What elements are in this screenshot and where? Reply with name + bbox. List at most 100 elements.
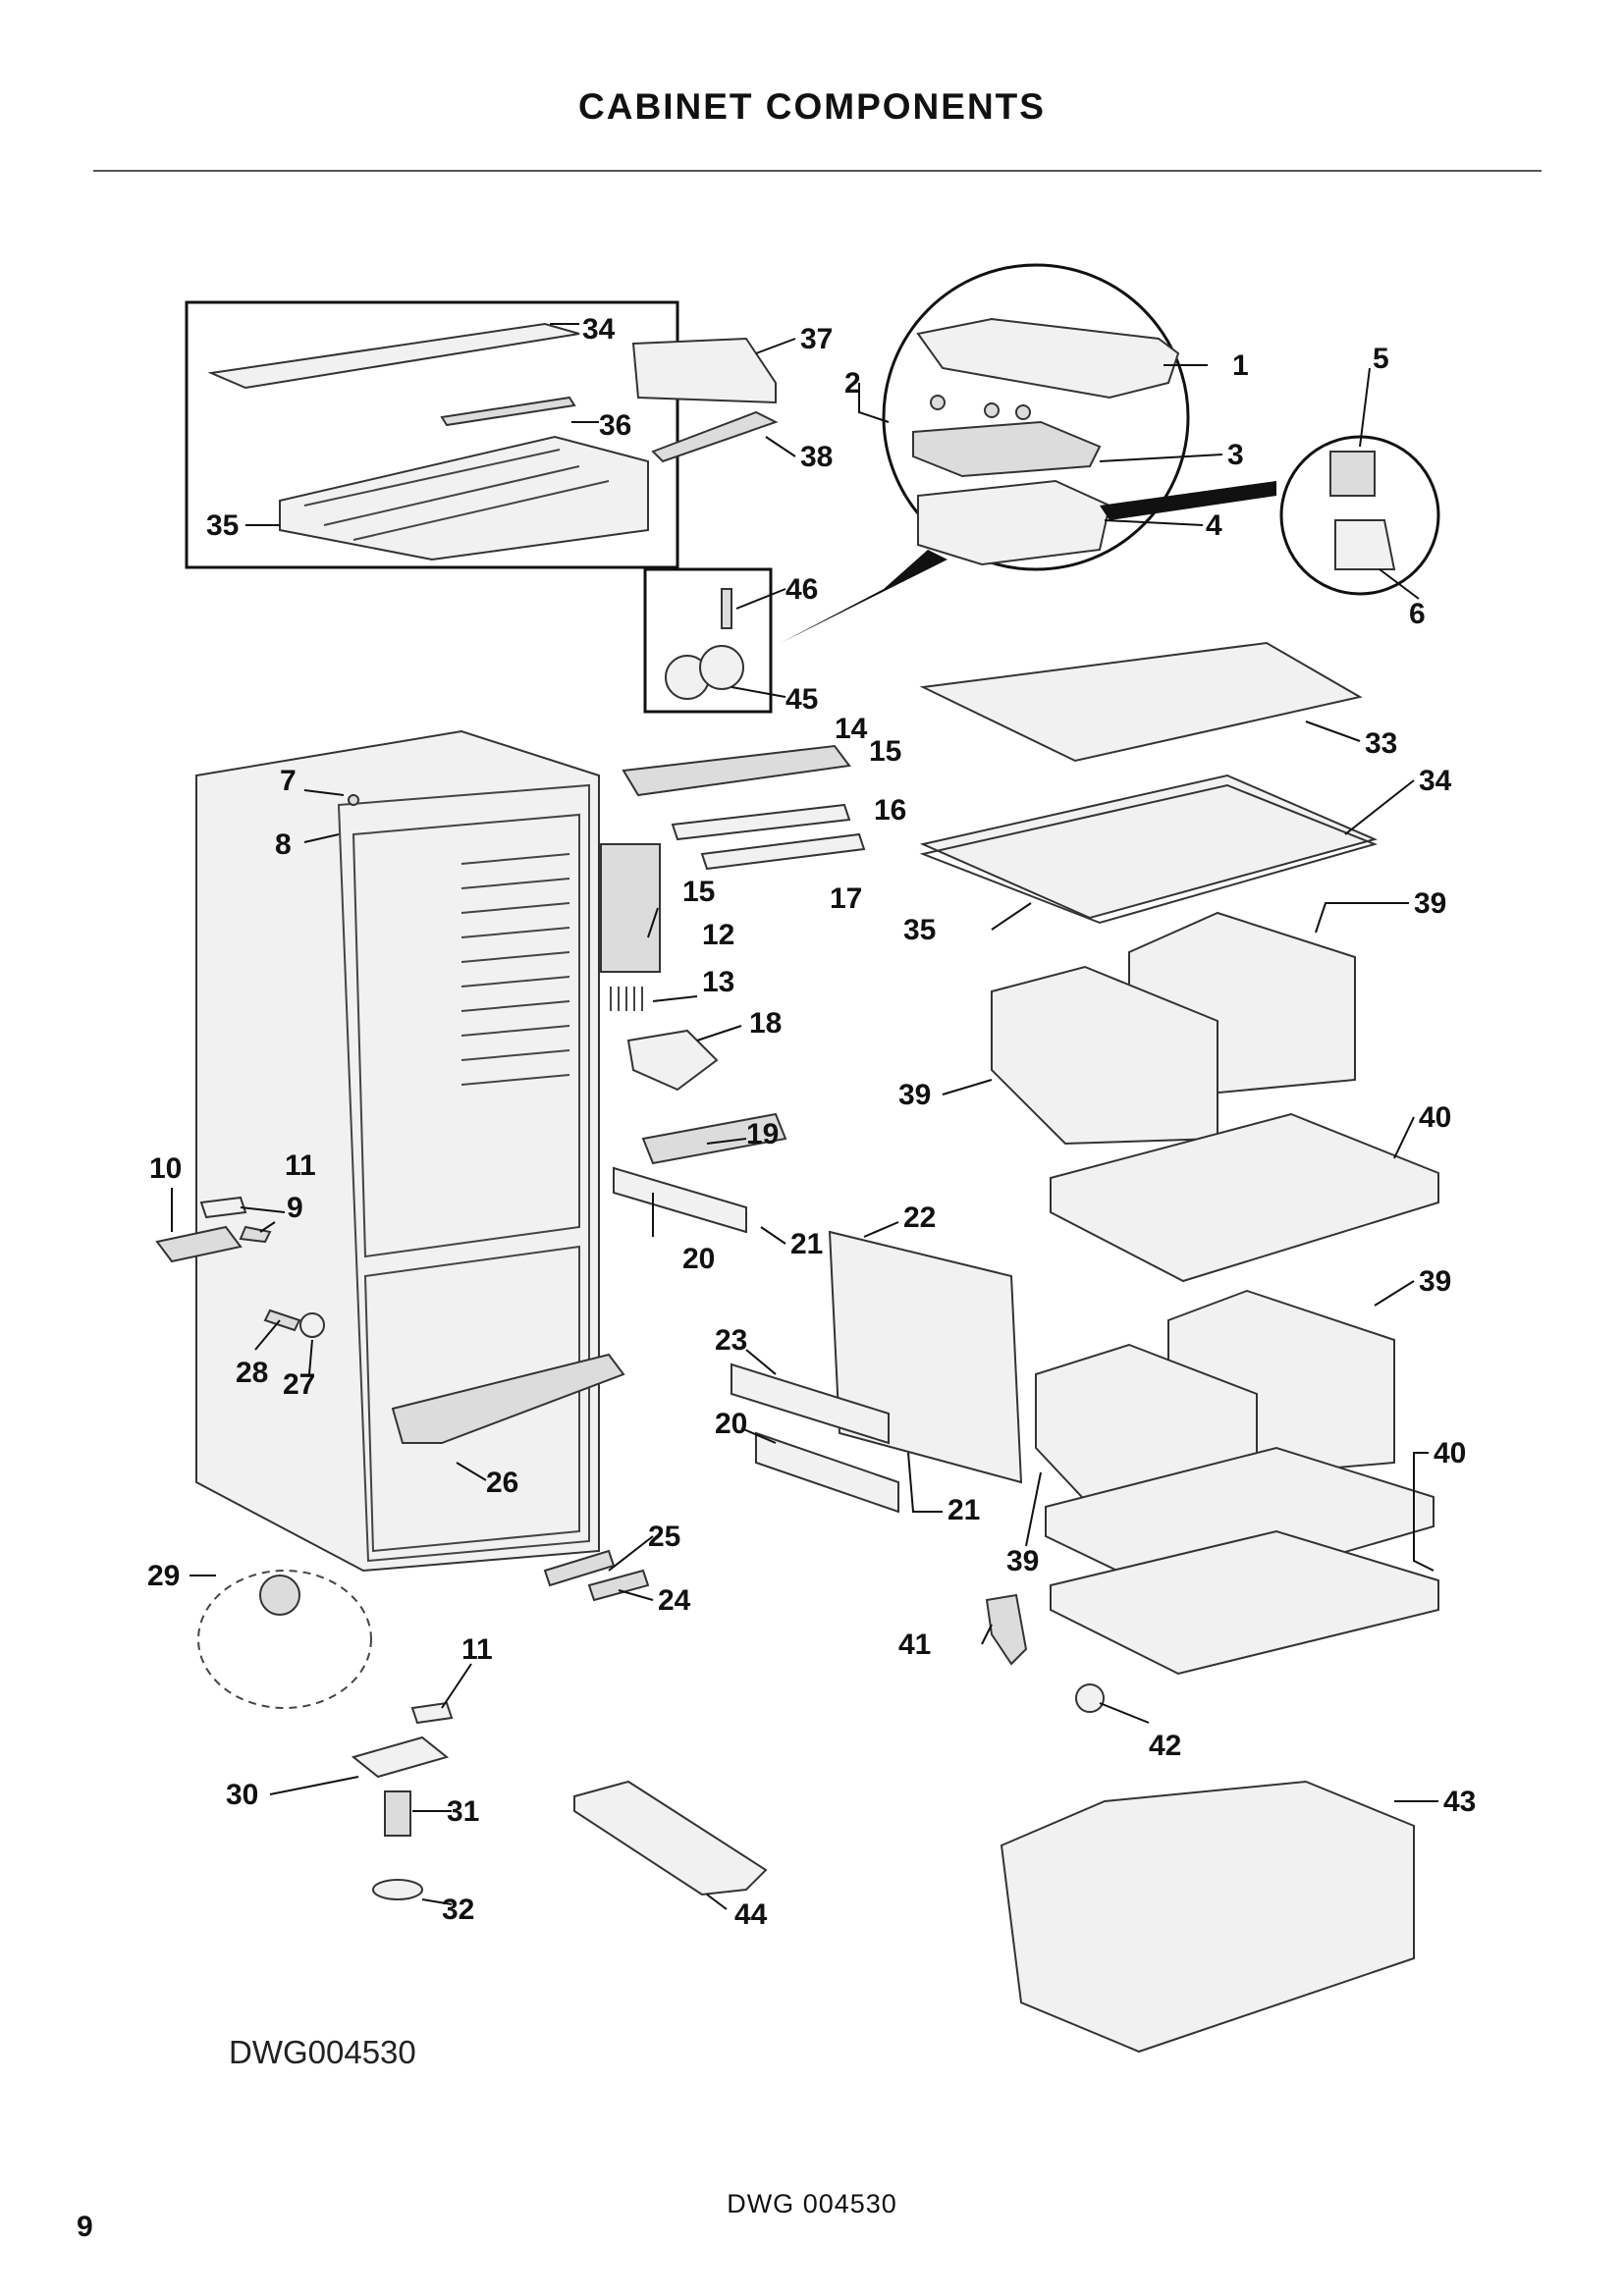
callout-41: 41 xyxy=(898,1629,931,1661)
control-housing-4 xyxy=(917,479,1111,566)
crisper-cover-35 xyxy=(919,783,1379,925)
door-bin-44 xyxy=(573,1780,768,1896)
callout-35: 35 xyxy=(206,509,239,542)
drawer-handle-26 xyxy=(391,1353,625,1444)
bracket-17 xyxy=(700,832,866,871)
washer-11-lower xyxy=(410,1701,454,1725)
title-divider xyxy=(93,170,1542,172)
callout-8: 8 xyxy=(275,828,292,861)
callout-13: 13 xyxy=(702,966,734,998)
part-25 xyxy=(543,1549,616,1587)
hinge-10 xyxy=(155,1225,243,1263)
callout-12: 12 xyxy=(702,919,734,951)
hinge-30 xyxy=(351,1735,450,1779)
callout-46: 46 xyxy=(785,573,818,606)
mounting-bracket-3 xyxy=(912,420,1102,478)
control-cover-1 xyxy=(916,317,1180,400)
callout-28: 28 xyxy=(236,1357,268,1389)
wire-harness-13 xyxy=(610,987,643,1011)
control-panel-parts xyxy=(543,744,1023,1602)
callout-11-upper: 11 xyxy=(285,1149,316,1182)
callout-15-upper: 15 xyxy=(869,735,901,768)
drawing-number-label: DWG004530 xyxy=(229,2034,416,2070)
callout-16: 16 xyxy=(874,794,906,827)
callout-40-upper: 40 xyxy=(1419,1101,1451,1134)
water-fitting-box xyxy=(643,567,773,714)
callout-18: 18 xyxy=(749,1007,782,1040)
callout-26: 26 xyxy=(486,1467,518,1499)
callout-39-top-left: 39 xyxy=(898,1079,931,1111)
crisper-cover-tray-35-inset xyxy=(279,435,649,561)
callout-39-lower-right: 39 xyxy=(1419,1265,1451,1298)
callout-11-lower: 11 xyxy=(461,1633,493,1666)
screw-28 xyxy=(263,1308,301,1332)
callout-36: 36 xyxy=(599,409,631,442)
callout-34-main: 34 xyxy=(1419,765,1452,797)
callout-7: 7 xyxy=(280,765,297,797)
bushing-31 xyxy=(384,1790,411,1837)
cover-14 xyxy=(622,744,851,797)
rail-20-lower xyxy=(755,1431,899,1514)
callout-3: 3 xyxy=(1227,439,1244,471)
slide-bracket-37 xyxy=(631,337,777,404)
callout-45: 45 xyxy=(785,683,818,716)
clip-46 xyxy=(721,588,732,629)
washer-11-upper xyxy=(199,1196,247,1219)
callout-14: 14 xyxy=(835,713,868,745)
shelves-and-bins xyxy=(919,641,1439,2054)
callout-32: 32 xyxy=(442,1894,474,1926)
drawer-front-22 xyxy=(828,1230,1023,1484)
callout-6: 6 xyxy=(1409,598,1426,630)
callout-37: 37 xyxy=(800,323,833,355)
display-panel-12 xyxy=(600,843,661,973)
callout-19: 19 xyxy=(746,1118,779,1150)
callout-33: 33 xyxy=(1365,727,1397,760)
part-24 xyxy=(587,1569,650,1602)
rail-20-upper xyxy=(613,1166,747,1234)
callout-21-upper: 21 xyxy=(790,1228,823,1260)
callout-1: 1 xyxy=(1232,349,1249,382)
callout-20-upper: 20 xyxy=(682,1243,715,1275)
fan-motor-18 xyxy=(626,1029,719,1092)
hinge-and-hardware xyxy=(155,794,768,1900)
page-number: 9 xyxy=(77,2211,93,2243)
page-title: CABINET COMPONENTS xyxy=(578,86,1046,127)
callout-40-lower: 40 xyxy=(1434,1437,1466,1469)
glass-shelf-34 xyxy=(919,774,1378,920)
callout-27: 27 xyxy=(283,1368,315,1401)
callout-4: 4 xyxy=(1206,509,1222,542)
callout-39-top-right: 39 xyxy=(1414,887,1446,920)
shelf-trim-36 xyxy=(440,396,576,427)
callout-15-lower: 15 xyxy=(682,876,715,908)
screw-7 xyxy=(348,794,359,806)
callout-39-lower-left: 39 xyxy=(1006,1545,1039,1577)
terminal-block-6 xyxy=(1334,519,1396,570)
roller-42 xyxy=(1075,1683,1105,1713)
slide-rail-38 xyxy=(651,410,779,463)
leveling-leg-32 xyxy=(372,1879,423,1900)
callout-43: 43 xyxy=(1443,1786,1476,1818)
roller-41 xyxy=(985,1593,1028,1666)
callout-2: 2 xyxy=(844,367,861,400)
callout-23: 23 xyxy=(715,1324,747,1357)
leader-lines xyxy=(171,323,1438,1910)
callout-labels: 34 36 35 37 38 1 2 3 4 5 6 46 45 33 34 3… xyxy=(147,313,1476,1931)
callout-20-lower: 20 xyxy=(715,1408,747,1440)
connector-5 xyxy=(1329,451,1376,497)
callout-21-lower: 21 xyxy=(947,1494,980,1526)
freezer-drawer-43 xyxy=(1000,1780,1415,2054)
callout-30: 30 xyxy=(226,1779,258,1811)
rail-23 xyxy=(731,1362,890,1445)
callout-35-main: 35 xyxy=(903,914,936,946)
connector-detail xyxy=(1279,435,1440,596)
freezer-tray-40-middle xyxy=(1045,1446,1435,1602)
panel-16 xyxy=(671,803,851,841)
glass-shelf-33 xyxy=(919,641,1363,763)
rail-19 xyxy=(641,1112,787,1165)
freezer-tray-40-upper xyxy=(1050,1112,1439,1283)
callout-10: 10 xyxy=(149,1152,182,1185)
freezer-tray-40-lower xyxy=(1050,1529,1439,1676)
footer-drawing-code: DWG 004530 xyxy=(727,2189,897,2218)
glass-shelf-34-inset xyxy=(207,322,580,390)
